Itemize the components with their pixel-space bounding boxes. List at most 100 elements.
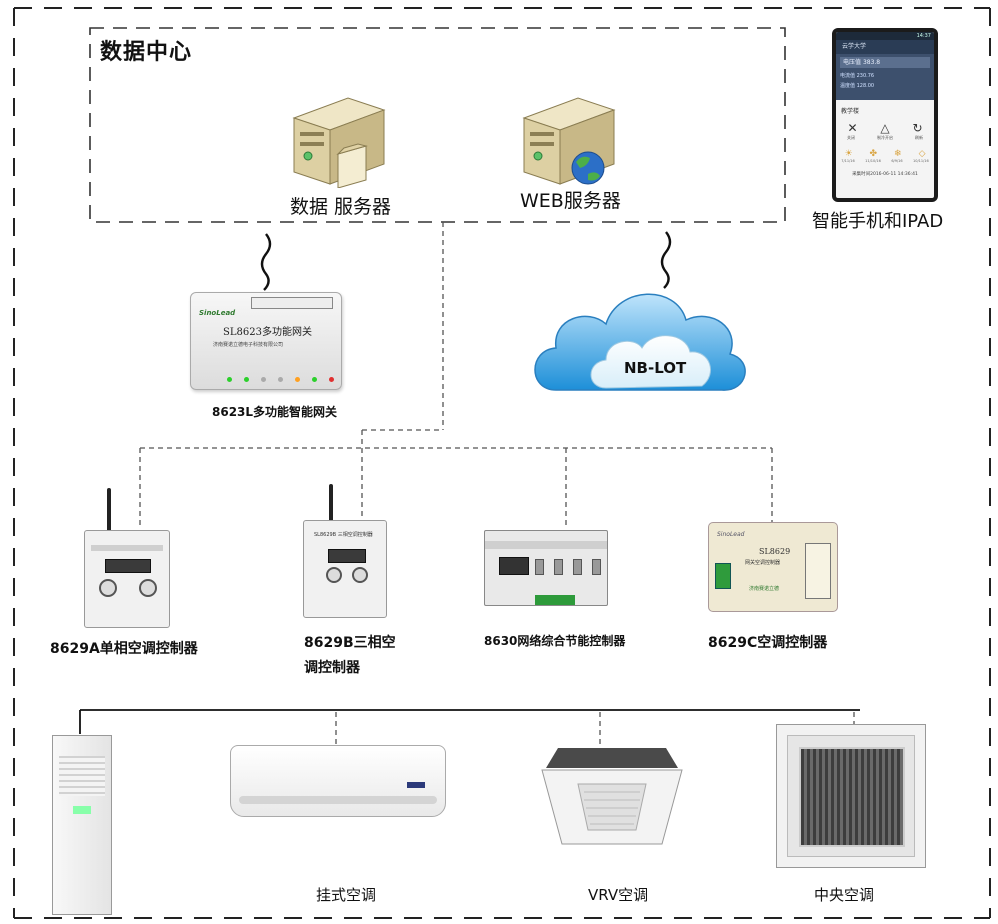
gateway-port-strip <box>251 297 333 309</box>
wireless-link-gateway <box>260 233 272 291</box>
antenna-icon <box>107 488 111 532</box>
smartphone: 14:37 云学大学 电压值 383.8 电流值 230.76 温度值 128.… <box>832 28 938 202</box>
data-server <box>286 88 396 188</box>
gateway-device: SinoLead SL8623多功能网关 济南赛诺立德电子科技有限公司 <box>190 292 342 390</box>
ac-vent <box>59 756 105 796</box>
phone-reading-row: 电流值 230.76 <box>840 73 875 79</box>
gateway-company: 济南赛诺立德电子科技有限公司 <box>213 342 284 348</box>
central-ac <box>776 724 926 868</box>
gateway-label: 8623L多功能智能网关 <box>212 405 338 419</box>
terminal-strip <box>805 543 831 599</box>
triangle-icon[interactable]: △ <box>880 121 890 135</box>
wall-ac-label: 挂式空调 <box>316 886 377 904</box>
phone-readings: 电压值 383.8 电流值 230.76 温度值 128.00 <box>836 54 934 100</box>
data-server-icon <box>292 97 386 188</box>
phone-button-row: ✕ △ ↻ <box>836 117 934 135</box>
controller-8629a-label: 8629A单相空调控制器 <box>50 641 198 657</box>
terminal-block <box>715 563 731 589</box>
controller-8629c-sub: 网关空调控制器 <box>745 560 781 566</box>
phone-btn-label: 刷新 <box>915 135 923 140</box>
gateway-brand: SinoLead <box>199 309 236 317</box>
controller-8630 <box>484 530 608 606</box>
ac-grille <box>799 747 905 847</box>
fan-icon[interactable]: ✤ <box>869 149 878 159</box>
switch-icon <box>554 559 563 575</box>
wireless-link-cloud <box>660 231 672 289</box>
controller-8629b-label-line2: 调控制器 <box>304 660 360 676</box>
controller-8629c: SinoLead SL8629 网关空调控制器 济南赛诺立德 <box>708 522 838 612</box>
antenna-icon <box>329 484 333 522</box>
gateway-leds <box>227 377 334 382</box>
central-ac-label: 中央空调 <box>814 886 875 904</box>
led-icon <box>244 377 249 382</box>
phone-footer: 采集时间2016-06-11 14:36:41 <box>852 172 918 177</box>
controller-8630-switches <box>535 559 601 575</box>
phone-mode-label: 10/11/16 <box>913 159 929 163</box>
display-panel <box>105 559 151 573</box>
switch-icon <box>535 559 544 575</box>
controller-8630-label: 8630网络综合节能控制器 <box>484 634 626 648</box>
switch-icon <box>592 559 601 575</box>
controller-8629a-body <box>84 530 170 628</box>
phone-mode-label: 7/11/16 <box>841 159 855 163</box>
vrv-ac <box>532 740 692 852</box>
outer-frame <box>13 7 991 919</box>
wall-mounted-ac <box>230 745 446 817</box>
ac-vent <box>239 796 437 804</box>
drop-icon[interactable]: ◇ <box>918 149 926 159</box>
phone-screen: 14:37 云学大学 电压值 383.8 电流值 230.76 温度值 128.… <box>836 32 934 198</box>
terminal-block <box>535 595 575 605</box>
web-server-label: WEB服务器 <box>520 190 621 212</box>
phone-mode-label: 11/10/16 <box>865 159 881 163</box>
phone-app-title: 云学大学 <box>836 40 934 54</box>
led-icon <box>312 377 317 382</box>
controller-8629b-device-text: SL8629B 三相空调控制器 <box>314 532 373 538</box>
cloud <box>526 278 752 400</box>
phone-mode-icons: ☀ ✤ ❄ ◇ <box>836 141 934 159</box>
gateway-model: SL8623多功能网关 <box>223 327 312 338</box>
phone-mode-labels: 7/11/16 11/10/16 6/9/16 10/11/16 <box>836 159 934 163</box>
controller-8629c-brand: SinoLead <box>717 531 745 538</box>
web-server-icon <box>522 97 616 185</box>
phone-reading-row: 温度值 128.00 <box>840 83 875 89</box>
phone-label: 智能手机和IPAD <box>812 211 944 232</box>
phone-mode-label: 6/9/16 <box>891 159 903 163</box>
data-center-title: 数据中心 <box>100 40 193 65</box>
knob-icon <box>326 567 342 583</box>
vrv-ac-label: VRV空调 <box>588 886 649 904</box>
phone-status-bar: 14:37 <box>836 32 934 40</box>
switch-icon <box>573 559 582 575</box>
knob-icon <box>352 567 368 583</box>
knob-icon <box>139 579 157 597</box>
controller-8629c-label: 8629C空调控制器 <box>708 635 828 651</box>
refresh-icon[interactable]: ↻ <box>912 121 923 135</box>
data-server-label: 数据 服务器 <box>290 196 392 218</box>
cloud-label: NB-LOT <box>624 359 687 377</box>
led-icon <box>261 377 266 382</box>
web-server <box>516 88 626 188</box>
led-icon <box>278 377 283 382</box>
led-icon <box>329 377 334 382</box>
phone-reading-main: 电压值 383.8 <box>840 57 930 68</box>
phone-btn-label: 关闭 <box>847 135 855 140</box>
sun-icon[interactable]: ☀ <box>844 149 853 159</box>
led-icon <box>295 377 300 382</box>
snowflake-icon[interactable]: ❄ <box>894 149 902 159</box>
floor-standing-ac <box>52 735 112 915</box>
phone-section-title: 教学楼 <box>841 108 860 115</box>
cloud-icon <box>534 293 746 391</box>
cassette-ac-icon <box>541 748 683 845</box>
controller-8629b-body: SL8629B 三相空调控制器 <box>303 520 387 618</box>
controller-8629b-label-line1: 8629B三相空 <box>304 635 396 651</box>
display-panel <box>328 549 366 563</box>
knob-icon <box>99 579 117 597</box>
led-icon <box>227 377 232 382</box>
controller-8629c-company: 济南赛诺立德 <box>749 586 780 592</box>
data-center-frame <box>89 27 786 223</box>
phone-btn-label: 制冷开启 <box>877 135 893 140</box>
ac-logo <box>407 782 425 788</box>
controller-8629c-model: SL8629 <box>759 547 791 556</box>
close-icon[interactable]: ✕ <box>847 121 858 135</box>
phone-button-labels: 关闭 制冷开启 刷新 <box>836 135 934 141</box>
display-panel <box>499 557 529 575</box>
